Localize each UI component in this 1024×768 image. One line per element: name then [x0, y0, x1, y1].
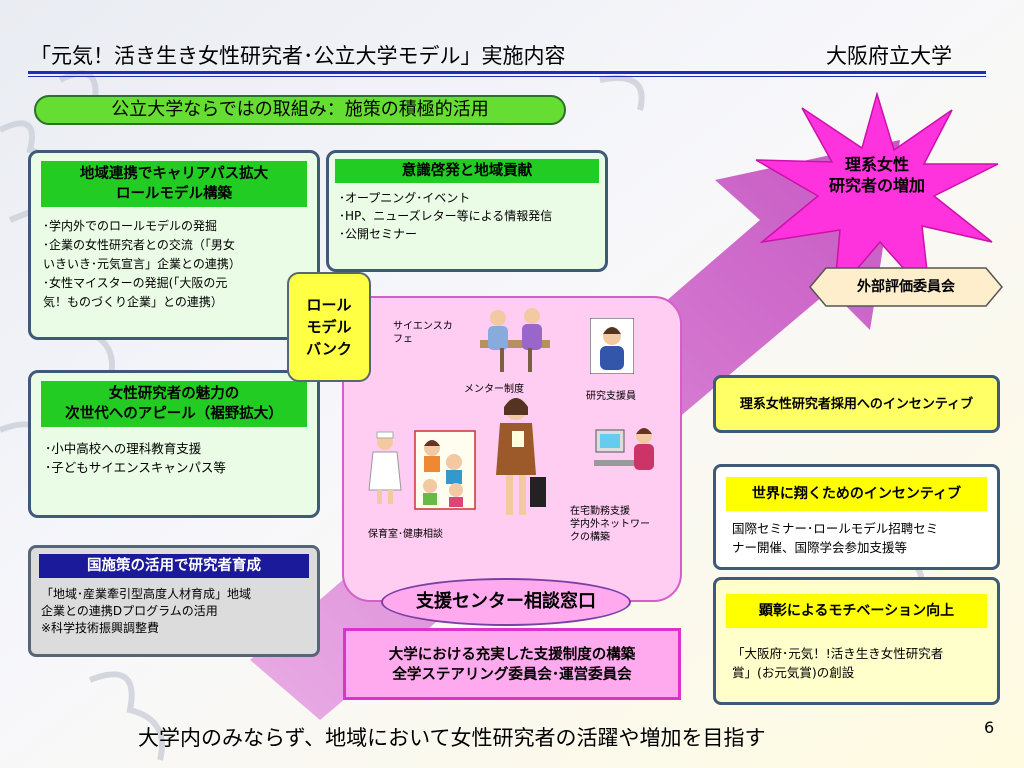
research-support-caption: 研究支援員 [586, 391, 636, 402]
support-system-box: 大学における充実した支援制度の構築 全学ステアリング委員会･運営委員会 [343, 628, 681, 700]
page-title: 「元気！活き生き女性研究者･公立大学モデル」実施内容 [30, 44, 566, 68]
global-incentive-title: 世界に翔くためのインセンティブ [726, 477, 987, 511]
nurse-icon [368, 431, 402, 504]
global-incentive-line1: 国際セミナー･ロールモデル招聘セミ [732, 521, 939, 536]
next-generation-panel: 女性研究者の魅力の 次世代へのアピール（裾野拡大） ･小中高校への理科教育支援 … [28, 370, 320, 518]
global-incentive-body: 国際セミナー･ロールモデル招聘セミ ナー開催、国際学会参加支援等 [732, 519, 997, 557]
list-item: 気！ものづくり企業」との連携） [43, 295, 223, 309]
public-university-banner: 公立大学ならではの取組み：施策の積極的活用 [34, 95, 566, 125]
award-incentive-box: 顕彰によるモチベーション向上 「大阪府･元気！!活き生き女性研究者 賞」(お元気… [713, 577, 1000, 705]
list-item: ･学内外でのロールモデルの発掘 [43, 219, 218, 233]
children-icon [414, 430, 476, 510]
list-item: ･子どもサイエンスキャンパス等 [45, 460, 226, 475]
increase-line2: 研究者の増加 [828, 176, 925, 195]
researcher-portrait-icon [590, 318, 634, 374]
page-number: 6 [984, 718, 995, 737]
increase-line1: 理系女性 [844, 155, 909, 174]
awareness-list: ･オープニング･イベント ･HP、ニューズレター等による情報発信 ･公開セミナー [339, 189, 605, 243]
remote-work-line2: 学内外ネットワー [570, 519, 650, 530]
national-policy-list: 「地域･産業牽引型高度人材育成」地域 企業との連携Dプログラムの活用 ※科学技術… [41, 586, 317, 637]
increase-label: 理系女性 研究者の増加 [802, 154, 952, 196]
person-figure-icon [496, 398, 546, 515]
award-incentive-line2: 賞」(お元気賞)の創設 [732, 665, 855, 680]
next-generation-title-line1: 女性研究者の魅力の [108, 386, 240, 402]
mentor-caption: メンター制度 [464, 384, 524, 395]
list-item: ･HP、ニューズレター等による情報発信 [339, 209, 553, 223]
footer-message: 大学内のみならず、地域において女性研究者の活躍や増加を目指す [138, 726, 766, 750]
header-rule [28, 71, 986, 74]
hiring-incentive-title: 理系女性研究者採用へのインセンティブ [739, 397, 974, 412]
science-cafe-line2: フェ [393, 334, 413, 345]
mentoring-illustration-icon [480, 308, 550, 372]
header-rule-thin [28, 76, 986, 77]
global-incentive-line2: ナー開催、国際学会参加支援等 [732, 540, 908, 555]
national-policy-title: 国施策の活用で研究者育成 [39, 554, 309, 578]
external-evaluation-label: 外部評価委員会 [857, 279, 955, 295]
career-path-panel: 地域連携でキャリアパス拡大 ロールモデル構築 ･学内外でのロールモデルの発掘 ･… [28, 150, 320, 340]
list-item: ･女性マイスターの発掘(「大阪の元 [43, 276, 228, 290]
next-generation-title-line2: 次世代へのアピール（裾野拡大） [65, 406, 283, 422]
awareness-panel: 意識啓発と地域貢献 ･オープニング･イベント ･HP、ニューズレター等による情報… [326, 150, 608, 272]
list-item: 企業との連携Dプログラムの活用 [41, 604, 218, 618]
career-path-list: ･学内外でのロールモデルの発掘 ･企業の女性研究者との交流（「男女 いきいき･元… [43, 217, 317, 312]
support-system-line1: 大学における充実した支援制度の構築 [388, 647, 636, 663]
global-incentive-box: 世界に翔くためのインセンティブ 国際セミナー･ロールモデル招聘セミ ナー開催、国… [713, 464, 1000, 570]
career-path-title: 地域連携でキャリアパス拡大 ロールモデル構築 [41, 161, 307, 207]
increase-starburst [755, 92, 999, 301]
national-policy-panel: 国施策の活用で研究者育成 「地域･産業牽引型高度人材育成」地域 企業との連携Dプ… [28, 545, 320, 657]
next-generation-list: ･小中高校への理科教育支援 ･子どもサイエンスキャンパス等 [45, 439, 317, 477]
nursery-caption: 保育室･健康相談 [368, 529, 443, 540]
support-system-line2: 全学ステアリング委員会･運営委員会 [392, 667, 632, 683]
award-incentive-title: 顕彰によるモチベーション向上 [726, 594, 987, 628]
role-model-bank-line2: モデル [306, 318, 352, 336]
science-cafe-caption: サイエンスカ フェ [393, 320, 453, 346]
remote-work-line3: クの構築 [570, 532, 610, 543]
external-evaluation-shape [809, 267, 1003, 307]
consult-window: 支援センター相談窓口 [381, 578, 631, 626]
career-path-title-line2: ロールモデル構築 [116, 186, 232, 202]
award-incentive-body: 「大阪府･元気！!活き生き女性研究者 賞」(お元気賞)の創設 [732, 644, 997, 682]
award-incentive-line1: 「大阪府･元気！!活き生き女性研究者 [732, 646, 944, 661]
remote-work-line1: 在宅勤務支援 [570, 506, 630, 517]
list-item: ※科学技術振興調整費 [41, 621, 160, 635]
list-item: ･オープニング･イベント [339, 191, 471, 205]
career-path-title-line1: 地域連携でキャリアパス拡大 [79, 166, 269, 182]
list-item: ･公開セミナー [339, 227, 418, 241]
list-item: ･小中高校への理科教育支援 [45, 441, 202, 456]
next-generation-title: 女性研究者の魅力の 次世代へのアピール（裾野拡大） [41, 381, 307, 427]
list-item: ･企業の女性研究者との交流（「男女 [43, 238, 235, 252]
hiring-incentive-box: 理系女性研究者採用へのインセンティブ [713, 375, 1000, 433]
science-cafe-line1: サイエンスカ [393, 321, 453, 332]
role-model-bank: ロール モデル バンク [287, 272, 371, 382]
university-name: 大阪府立大学 [826, 44, 952, 68]
awareness-title: 意識啓発と地域貢献 [335, 159, 599, 183]
remote-work-caption: 在宅勤務支援 学内外ネットワー クの構築 [570, 505, 650, 544]
role-model-bank-line1: ロール [306, 296, 352, 314]
list-item: いきいき･元気宣言」企業との連携） [43, 257, 241, 271]
list-item: 「地域･産業牽引型高度人材育成」地域 [41, 587, 252, 601]
role-model-bank-line3: バンク [306, 340, 352, 358]
computer-worker-icon [594, 428, 654, 470]
